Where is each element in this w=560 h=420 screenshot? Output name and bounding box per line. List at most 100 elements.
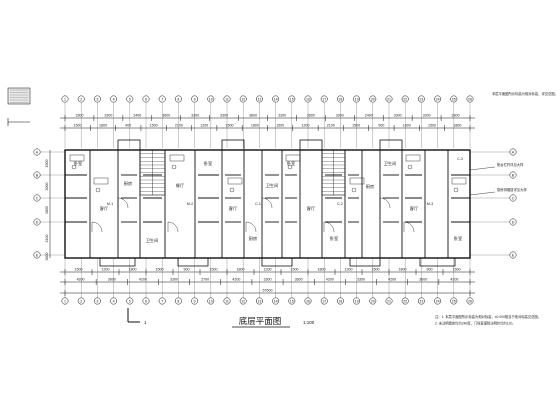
top-dimension-text: 1500 [428, 124, 436, 128]
fixture-circle [351, 187, 357, 193]
axis-bubble-top [239, 95, 247, 103]
top-dimension-text: 3600 [249, 114, 257, 118]
axis-label-bottom: 21 [387, 299, 391, 303]
door-tag: M-1 [107, 202, 113, 206]
stair-bay [221, 139, 245, 151]
top-dimension-text: 3300 [191, 114, 199, 118]
axis-label-top: 11 [225, 97, 229, 101]
room-label: 卫生间 [266, 182, 279, 189]
axis-label-top: 24 [436, 97, 440, 101]
top-dimension-text: 2100 [175, 124, 183, 128]
axis-bubble-bottom [320, 297, 328, 305]
room-label: 厨房 [124, 180, 132, 187]
top-dimension-text: 1500 [226, 124, 234, 128]
axis-label-bottom: 19 [355, 299, 359, 303]
top-dimension-text: 3300 [75, 114, 83, 118]
axis-label-bottom: 26 [468, 299, 472, 303]
top-dimension-text: 1500 [150, 124, 158, 128]
axis-bubble-bottom [174, 297, 182, 305]
axis-bubble-bottom [255, 297, 263, 305]
fixture [285, 154, 301, 162]
axis-label-left: B [36, 173, 39, 177]
door-swing [117, 197, 129, 209]
axis-label-top: 13 [257, 97, 261, 101]
top-dimension-text: 2100 [327, 124, 335, 128]
axis-bubble-top [336, 95, 344, 103]
fixture [69, 154, 85, 162]
top-dimension-text: 3300 [278, 114, 286, 118]
axis-bubble-bottom [239, 297, 247, 305]
axis-bubble-right [509, 251, 517, 259]
bottom-dimension-text: 3600 [108, 278, 116, 282]
axis-bubble-top [288, 95, 296, 103]
bottom-dimension-text: 900 [427, 268, 433, 272]
room-label: 卧室 [204, 160, 212, 167]
axis-label-top: 25 [452, 97, 456, 101]
axis-bubble-bottom [61, 297, 69, 305]
axis-bubble-bottom [369, 297, 377, 305]
general-note: 注：1. 本层平面图所示标高为相对标高，±0.000相当于绝对标高见总图。 [435, 314, 541, 319]
axis-bubble-top [191, 95, 199, 103]
axis-bubble-left [33, 148, 41, 156]
axis-bubble-bottom [272, 297, 280, 305]
axis-bubble-left [33, 218, 41, 226]
axis-label-bottom: 15 [290, 299, 294, 303]
top-dimension-text: 3300 [394, 114, 402, 118]
right-annotation: 厨房排烟道详见大样 [497, 187, 527, 192]
bottom-dimension-text: 4200 [388, 278, 396, 282]
axis-label-bottom: 10 [209, 299, 213, 303]
top-dimension-text: 1500 [74, 124, 82, 128]
axis-label-top: 4 [113, 97, 115, 101]
general-note: 2. 未注明墙体均为240厚，门垛宽度除注明外均为120。 [435, 321, 516, 326]
balcony [349, 257, 381, 267]
leader-line [469, 191, 496, 196]
axis-label-right: B [512, 173, 515, 177]
top-dimension-text: 1500 [352, 124, 360, 128]
axis-label-top: 2 [80, 97, 82, 101]
axis-bubble-bottom [450, 297, 458, 305]
axis-bubble-top [77, 95, 85, 103]
bottom-dimension-text: 4200 [232, 278, 240, 282]
bottom-dimension-text: 1500 [210, 268, 218, 272]
room-label: 客厅 [307, 205, 315, 212]
top-dimension-text: 1800 [403, 124, 411, 128]
room-label: 客厅 [100, 205, 108, 212]
room-label: 厨房 [249, 235, 257, 242]
top-dimension-text: 900 [125, 124, 131, 128]
drawing-scale: 1:100 [303, 320, 315, 325]
axis-label-left: A [36, 150, 39, 154]
fixture [227, 177, 243, 185]
axis-bubble-bottom [288, 297, 296, 305]
fixture [349, 177, 365, 185]
room-label: 卧室 [330, 235, 338, 242]
axis-bubble-top [207, 95, 215, 103]
room-label: 餐厅 [176, 182, 184, 189]
bottom-dimension-text: 4200 [139, 278, 147, 282]
top-dimension-text: 3300 [423, 114, 431, 118]
left-dimension-text: 2400 [45, 235, 49, 243]
door-swing [403, 221, 415, 233]
axis-bubble-bottom [77, 297, 85, 305]
axis-label-bottom: 7 [161, 299, 163, 303]
door-swing [91, 221, 103, 233]
top-dimension-text: 3600 [307, 114, 315, 118]
axis-bubble-top [255, 95, 263, 103]
fixture [93, 177, 109, 185]
axis-label-top: 19 [355, 97, 359, 101]
axis-label-bottom: 1 [64, 299, 66, 303]
top-dimension-text: 3300 [336, 114, 344, 118]
room-label: 卫生间 [384, 160, 397, 167]
door-swing [261, 197, 273, 209]
axis-label-top: 16 [306, 97, 310, 101]
axis-bubble-top [417, 95, 425, 103]
door-tag: C-2 [337, 202, 343, 206]
axis-label-bottom: 16 [306, 299, 310, 303]
axis-label-bottom: 5 [129, 299, 131, 303]
fixture [405, 154, 421, 162]
bottom-dimension-text: 900 [184, 268, 190, 272]
room-label: 卧室 [454, 235, 462, 242]
balcony [419, 257, 456, 267]
top-dimension-text: 1800 [99, 124, 107, 128]
fixture-circle [71, 164, 77, 170]
